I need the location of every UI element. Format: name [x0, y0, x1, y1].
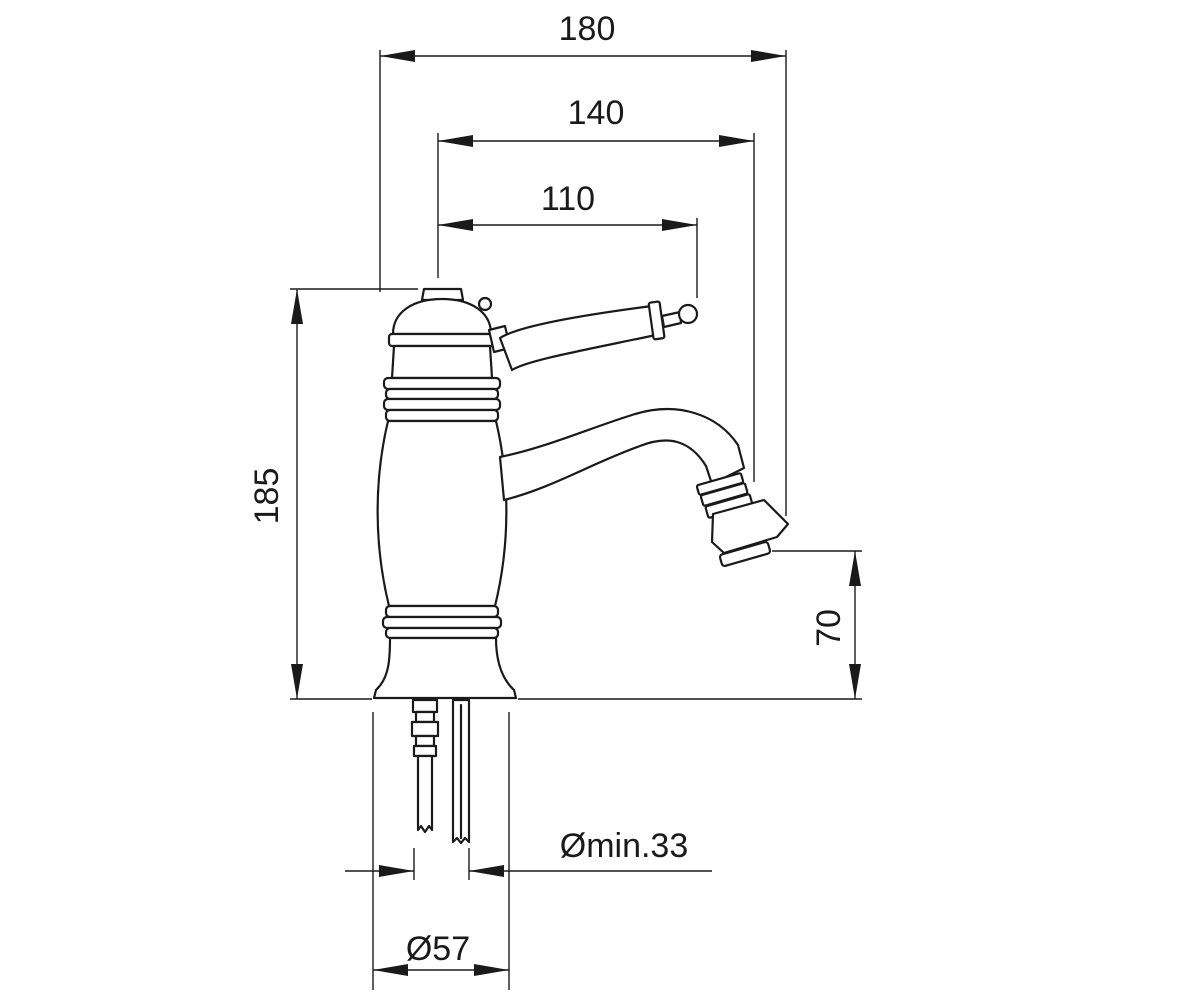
dimension-label-140: 140 — [568, 94, 625, 132]
dimension-label-hole-min: Ømin.33 — [560, 827, 689, 865]
dimension-label-70: 70 — [810, 609, 848, 647]
dimension-lines — [290, 50, 862, 990]
dimension-label-185: 185 — [248, 468, 286, 525]
dimension-label-180: 180 — [559, 10, 616, 48]
dimension-label-110: 110 — [541, 180, 595, 218]
faucet-handle — [477, 296, 699, 372]
dimension-label-base-diameter: Ø57 — [406, 930, 470, 968]
faucet-body — [372, 287, 518, 700]
faucet-spout — [498, 408, 790, 568]
supply-pipes — [410, 698, 471, 845]
